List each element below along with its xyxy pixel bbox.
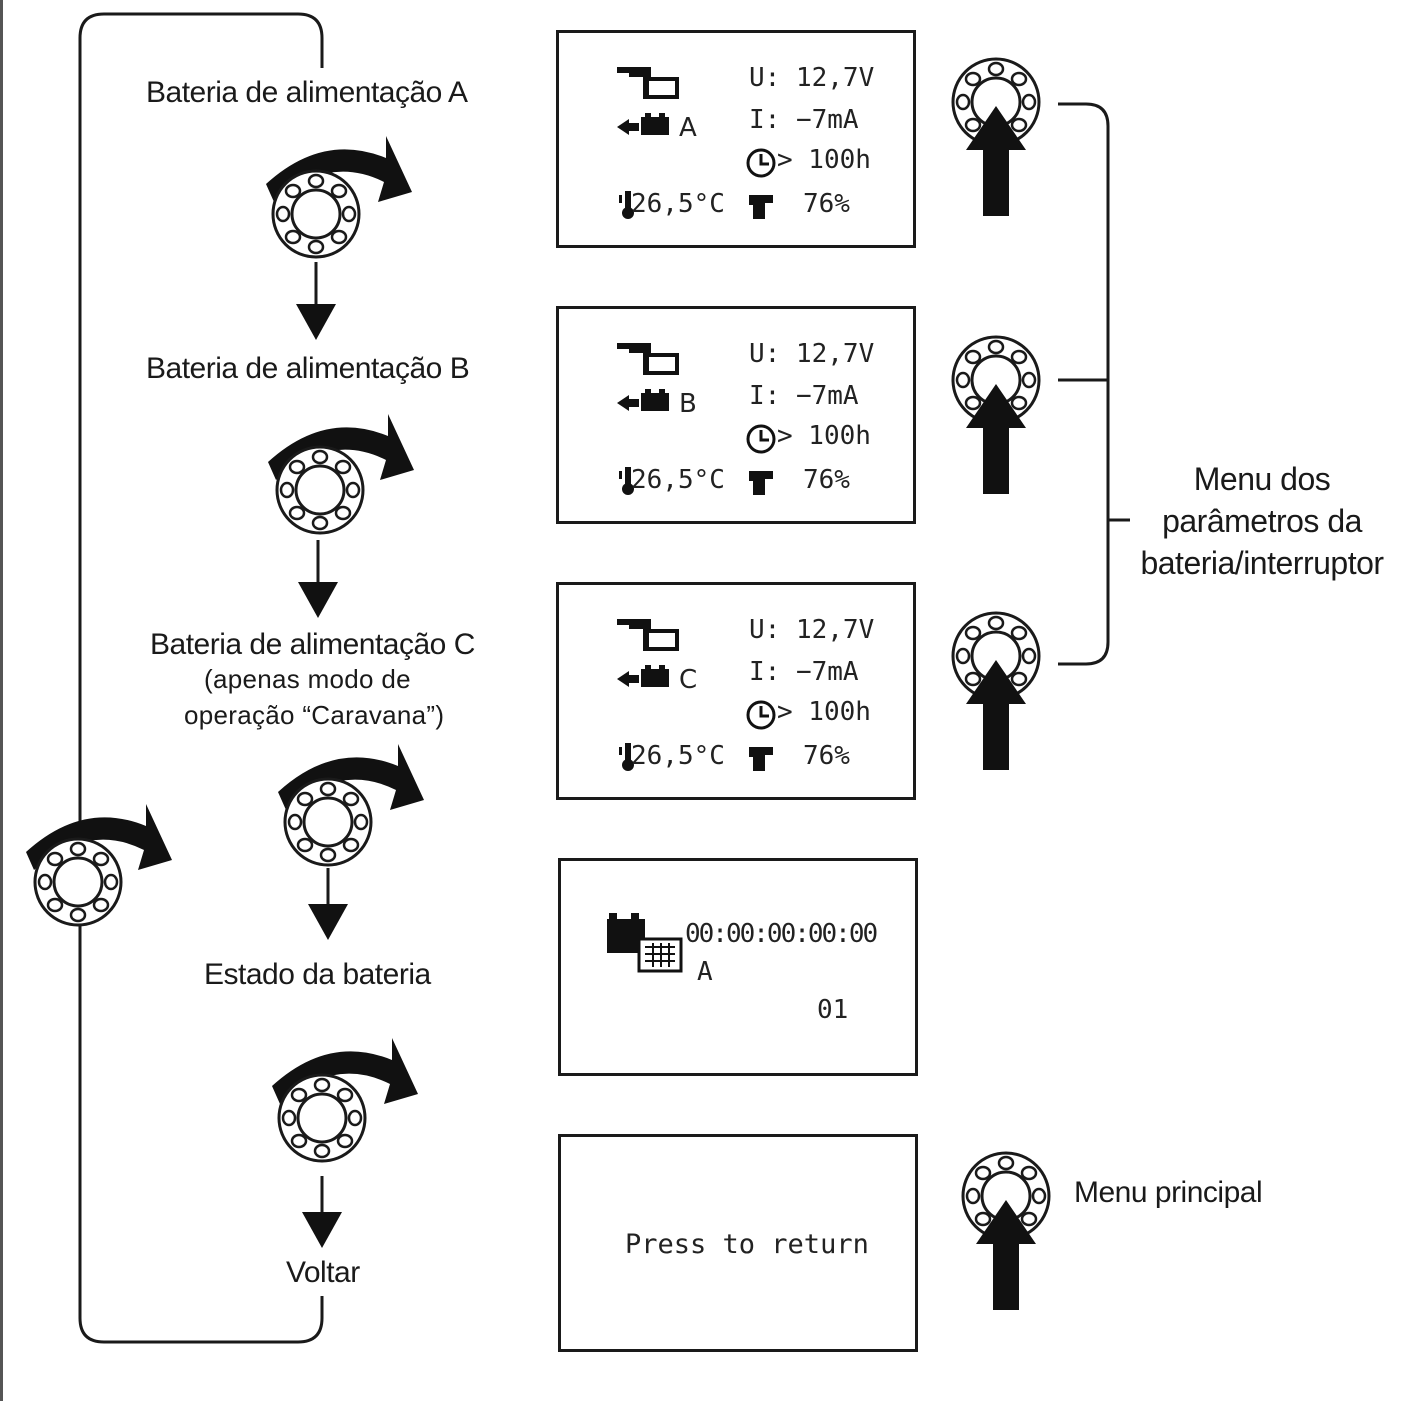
screen-a-voltage: U: 12,7V <box>749 63 875 93</box>
thermometer-icon <box>619 195 622 203</box>
screen-c-temp: 26,5°C <box>631 741 725 771</box>
knob-press-main <box>961 1151 1051 1310</box>
return-text: Press to return <box>625 1229 869 1260</box>
screen-b-soc: 76% <box>803 465 850 495</box>
screen-a-time: > 100h <box>777 145 871 175</box>
knob-rotate-b <box>268 414 414 535</box>
screen-c-soc: 76% <box>803 741 850 771</box>
label-main-menu: Menu principal <box>1074 1176 1263 1209</box>
screen-a-temp: 26,5°C <box>631 189 725 219</box>
screen-b-temp: 26,5°C <box>631 465 725 495</box>
label-parameter-menu-line1: Menu dos <box>1193 461 1331 497</box>
label-battery-b: Bateria de alimentação B <box>146 352 470 385</box>
screen-battery-a: A U: 12,7V I: −7mA > 100h 26,5°C 76% <box>556 30 916 248</box>
screen-c-voltage: U: 12,7V <box>749 615 875 645</box>
battery-icon <box>617 619 776 771</box>
label-battery-c: Bateria de alimentação C <box>150 628 475 661</box>
screen-b-time: > 100h <box>777 421 871 451</box>
label-parameter-menu: Menu dos parâmetros da bateria/interrupt… <box>1126 458 1398 584</box>
page-left-border <box>0 0 3 1401</box>
battery-icon <box>617 343 776 495</box>
label-back: Voltar <box>286 1256 360 1289</box>
screen-a-current: I: −7mA <box>749 105 859 135</box>
knob-press-c <box>951 611 1041 770</box>
screen-a-soc: 76% <box>803 189 850 219</box>
label-parameter-menu-line2: parâmetros da <box>1162 503 1362 539</box>
screen-c-time: > 100h <box>777 697 871 727</box>
screen-battery-status: 00:00:00:00:00 A 01 <box>558 858 918 1076</box>
screen-b-current: I: −7mA <box>749 381 859 411</box>
label-battery-c-note1: (apenas modo de <box>204 664 411 694</box>
knob-rotate-c <box>278 744 424 867</box>
battery-level-icon <box>749 195 773 219</box>
label-battery-c-note2: operação “Caravana”) <box>184 700 445 730</box>
label-parameter-menu-line3: bateria/interruptor <box>1140 545 1384 581</box>
clock-icon <box>746 148 776 178</box>
label-battery-status: Estado da bateria <box>204 958 431 991</box>
knob-rotate-status <box>272 1038 418 1163</box>
knob-rotate-loop <box>26 804 172 927</box>
battery-icon <box>617 67 776 219</box>
knob-press-b <box>951 335 1041 494</box>
knob-rotate-a <box>266 136 412 259</box>
screen-c-current: I: −7mA <box>749 657 859 687</box>
battery-log-icon <box>607 913 683 973</box>
screen-c-letter: C <box>679 665 698 695</box>
screen-return: Press to return <box>558 1134 918 1352</box>
status-code: 00:00:00:00:00 <box>685 919 878 949</box>
screen-a-letter: A <box>679 113 697 143</box>
screen-b-letter: B <box>679 389 697 419</box>
screen-b-voltage: U: 12,7V <box>749 339 875 369</box>
menu-bracket <box>1058 102 1130 666</box>
knob-press-a <box>951 57 1041 216</box>
screen-battery-b: B U: 12,7V I: −7mA > 100h 26,5°C 76% <box>556 306 916 524</box>
label-battery-a: Bateria de alimentação A <box>146 76 468 109</box>
status-number: 01 <box>817 995 849 1025</box>
loop-connector <box>78 12 324 1344</box>
status-letter: A <box>697 957 713 987</box>
screen-battery-c: C U: 12,7V I: −7mA > 100h 26,5°C 76% <box>556 582 916 800</box>
